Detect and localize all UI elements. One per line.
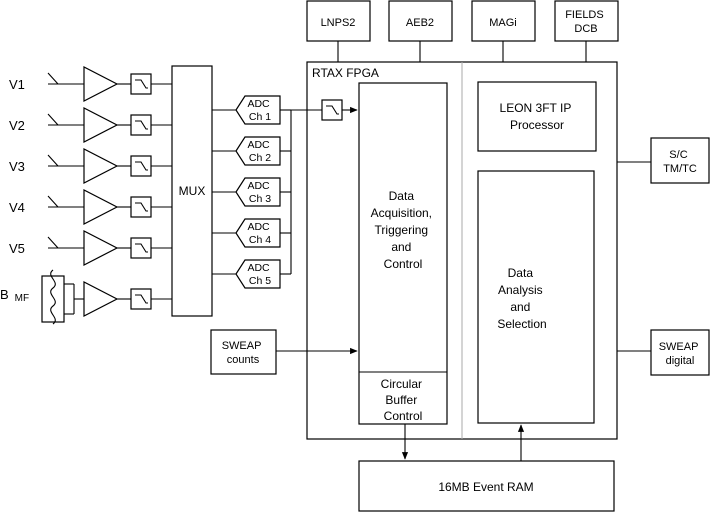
filter-icon xyxy=(130,288,152,310)
event-ram-label: 16MB Event RAM xyxy=(438,480,533,494)
input-tick xyxy=(47,72,59,85)
sweap-counts-box xyxy=(210,329,277,375)
event-ram-block xyxy=(358,460,615,512)
amplifier-icon xyxy=(83,66,119,102)
magi-box xyxy=(471,0,536,42)
input-tick xyxy=(47,195,59,208)
amplifier-icon xyxy=(83,189,119,225)
input-tick xyxy=(47,236,59,249)
search-coil-icon xyxy=(41,275,65,323)
mux-block xyxy=(171,65,213,317)
input-label-v3: V3 xyxy=(9,159,25,174)
lowpass-glyph xyxy=(135,161,148,171)
amplifier-icon xyxy=(83,107,119,143)
input-label-v4: V4 xyxy=(9,200,25,215)
input-channel-v4: V4 xyxy=(9,189,172,225)
magi-label: MAGi xyxy=(489,17,517,29)
sc-tmtc-box xyxy=(650,137,710,184)
circular-buffer-control-label: Circular Buffer Control xyxy=(381,377,426,423)
adc-ch5: ADC Ch 5 xyxy=(235,259,281,289)
amplifier-icon xyxy=(83,148,119,184)
filter-icon xyxy=(130,237,152,259)
daq-block xyxy=(358,82,448,425)
input-channel-v3: V3 xyxy=(9,148,172,184)
lowpass-glyph xyxy=(135,294,148,304)
filter-icon xyxy=(130,155,152,177)
adc-label: ADC Ch 2 xyxy=(247,139,272,164)
adc-ch3: ADC Ch 3 xyxy=(235,177,281,207)
input-channel-v5: V5 xyxy=(9,230,172,266)
sweap-digital-label: SWEAP digital xyxy=(659,341,702,367)
amplifier-icon xyxy=(83,230,119,266)
adc-ch4: ADC Ch 4 xyxy=(235,218,281,248)
input-label-v5: V5 xyxy=(9,241,25,256)
lnps2-box xyxy=(306,0,371,42)
daq-label: Data Acquisition, Triggering and Control xyxy=(371,189,436,271)
sweap-counts-label: SWEAP counts xyxy=(222,340,265,366)
leon-processor-label: LEON 3FT IP Processor xyxy=(500,101,575,132)
coil-winding xyxy=(50,269,56,325)
adc-label: ADC Ch 4 xyxy=(247,221,272,246)
adc-label: ADC Ch 3 xyxy=(247,180,272,205)
amplifier-icon xyxy=(83,281,119,317)
lowpass-glyph xyxy=(326,105,339,115)
fpga-filter-icon xyxy=(321,99,343,121)
data-analysis-label: Data Analysis and Selection xyxy=(497,266,546,331)
lnps2-label: LNPS2 xyxy=(321,17,356,29)
input-tick xyxy=(47,113,59,126)
lowpass-glyph xyxy=(135,79,148,89)
adc-label: ADC Ch 1 xyxy=(247,98,272,123)
sweap-digital-box xyxy=(650,329,710,376)
aeb2-label: AEB2 xyxy=(406,17,434,29)
input-channel-v2: V2 xyxy=(9,107,172,143)
input-channel-v1: V1 xyxy=(9,66,172,102)
filter-icon xyxy=(130,114,152,136)
adc-ch1: ADC Ch 1 xyxy=(235,95,281,125)
fpga-title: RTAX FPGA xyxy=(312,66,379,80)
sc-tmtc-label: S/C TM/TC xyxy=(663,149,697,175)
input-tick xyxy=(47,154,59,167)
fields-dcb-label: FIELDS DCB xyxy=(565,9,607,35)
data-analysis-block xyxy=(477,170,595,424)
fields-dcb-box xyxy=(554,0,619,42)
leon-processor-block xyxy=(477,81,597,152)
adc-ch2: ADC Ch 2 xyxy=(235,136,281,166)
input-label-v1: V1 xyxy=(9,77,25,92)
lowpass-glyph xyxy=(135,120,148,130)
filter-icon xyxy=(130,196,152,218)
lowpass-glyph xyxy=(135,243,148,253)
adc-label: ADC Ch 5 xyxy=(247,262,272,287)
lowpass-glyph xyxy=(135,202,148,212)
mux-label: MUX xyxy=(179,184,206,198)
filter-icon xyxy=(130,73,152,95)
input-label-v2: V2 xyxy=(9,118,25,133)
